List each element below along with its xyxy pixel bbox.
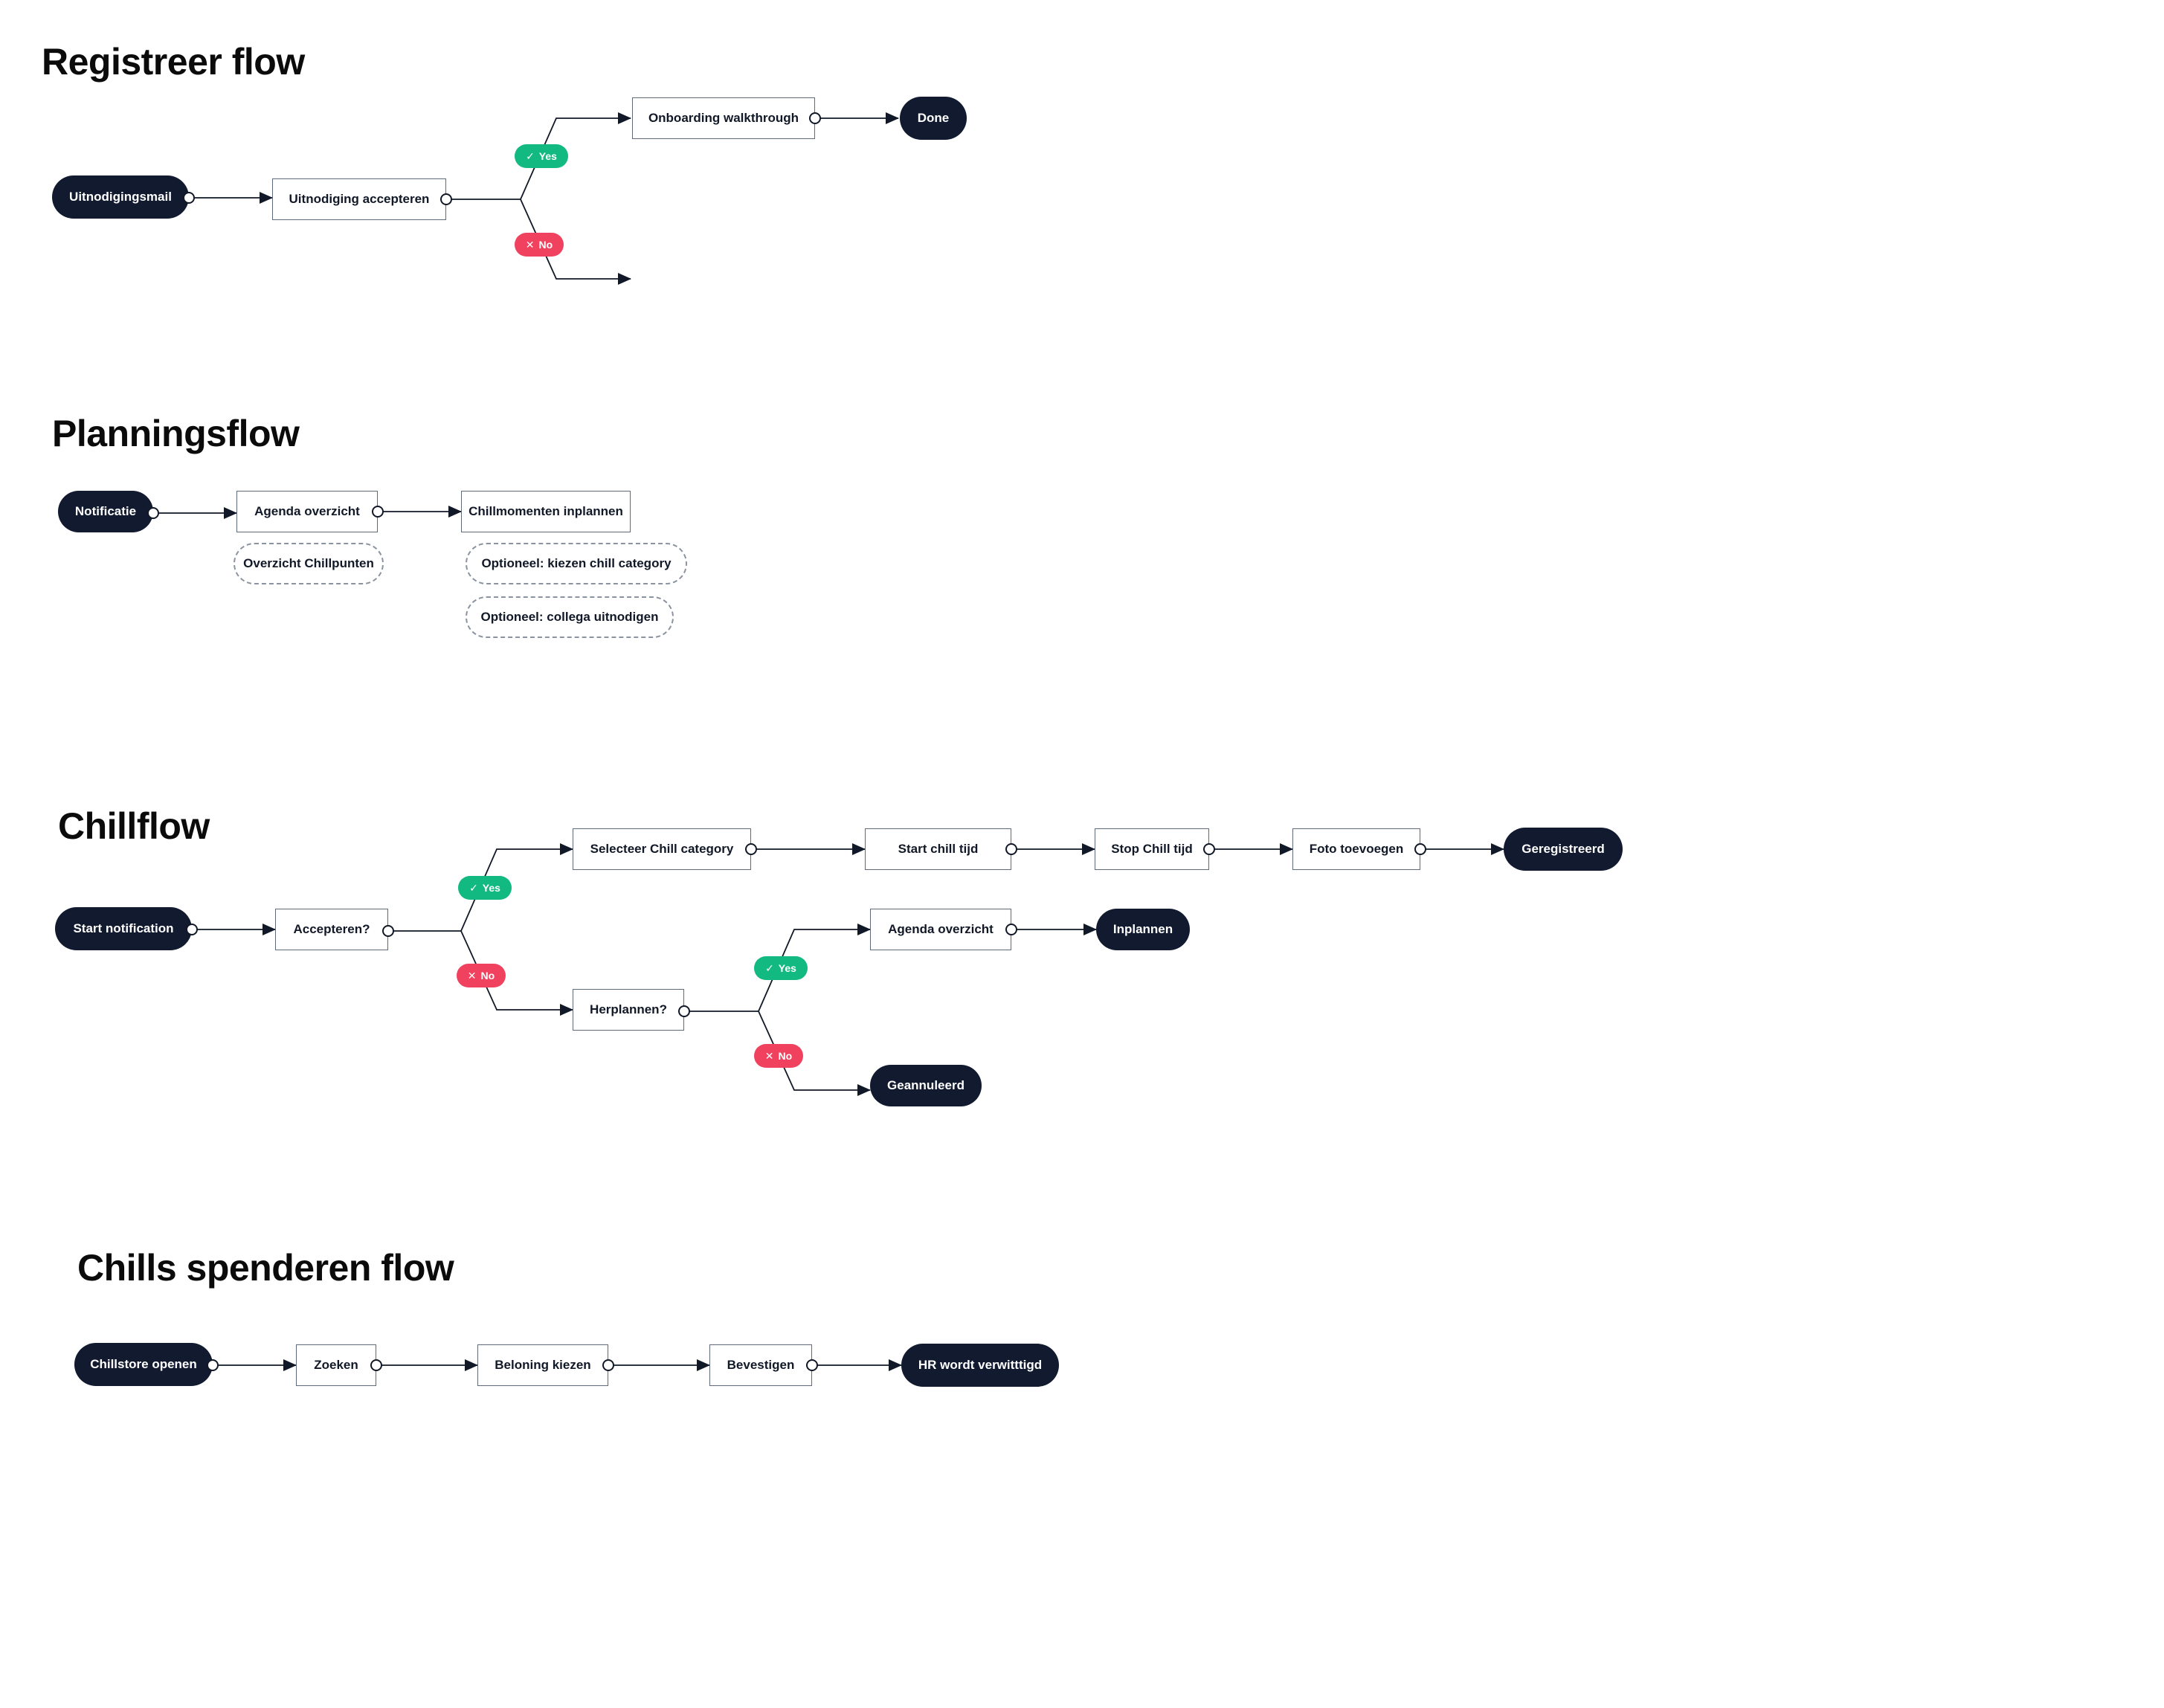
badge-label: No <box>778 1050 793 1062</box>
node-agenda-overzicht-chill[interactable]: Agenda overzicht <box>870 909 1011 950</box>
badge-label: Yes <box>778 962 796 974</box>
badge-label: No <box>538 239 553 251</box>
cross-icon: ✕ <box>525 239 535 251</box>
node-geregistreerd[interactable]: Geregistreerd <box>1504 828 1623 871</box>
section-title-registreer: Registreer flow <box>42 41 305 83</box>
port-dot <box>147 507 159 519</box>
port-dot <box>186 924 198 935</box>
node-chillstore-openen[interactable]: Chillstore openen <box>74 1343 213 1386</box>
check-icon: ✓ <box>765 962 774 974</box>
node-hr-verwittigd[interactable]: HR wordt verwitttigd <box>901 1344 1059 1387</box>
port-dot <box>745 843 757 855</box>
node-uitnodigingsmail[interactable]: Uitnodigingsmail <box>52 175 189 219</box>
node-bevestigen[interactable]: Bevestigen <box>709 1344 812 1386</box>
section-title-planning: Planningsflow <box>52 413 300 454</box>
branch-no-badge: ✕ No <box>754 1044 803 1068</box>
edge-accept-yes <box>520 112 631 200</box>
branch-yes-badge: ✓ Yes <box>458 876 512 900</box>
branch-no-badge: ✕No <box>457 964 506 987</box>
port-dot <box>602 1359 614 1371</box>
check-icon: ✓ <box>526 150 535 162</box>
node-geannuleerd[interactable]: Geannuleerd <box>870 1065 982 1106</box>
branch-yes-badge: ✓Yes <box>515 144 568 168</box>
node-start-chill-tijd[interactable]: Start chill tijd <box>865 828 1011 870</box>
cross-icon: ✕ <box>764 1050 774 1062</box>
node-optioneel-collega[interactable]: Optioneel: collega uitnodigen <box>466 596 674 638</box>
port-dot <box>207 1359 219 1371</box>
badge-label: Yes <box>538 150 557 162</box>
section-title-spenderen: Chills spenderen flow <box>77 1247 454 1289</box>
edge-accepteren-yes <box>460 843 573 932</box>
branch-no-badge: ✕No <box>515 233 564 257</box>
node-accepteren[interactable]: Accepteren? <box>275 909 388 950</box>
node-done[interactable]: Done <box>900 97 967 140</box>
edge-accepteren-no <box>460 930 573 1016</box>
port-dot <box>806 1359 818 1371</box>
edge-herplannen-no <box>758 1011 871 1096</box>
node-optioneel-category[interactable]: Optioneel: kiezen chill category <box>466 543 687 584</box>
node-uitnodiging-accepteren[interactable]: Uitnodiging accepteren <box>272 178 446 220</box>
port-dot <box>1203 843 1215 855</box>
port-dot <box>382 925 394 937</box>
edge-herplannen-yes <box>758 924 871 1012</box>
node-selecteer-chill-category[interactable]: Selecteer Chill category <box>573 828 751 870</box>
node-stop-chill-tijd[interactable]: Stop Chill tijd <box>1095 828 1209 870</box>
node-agenda-overzicht[interactable]: Agenda overzicht <box>236 491 378 532</box>
branch-yes-badge: ✓ Yes <box>754 956 808 980</box>
node-start-notification[interactable]: Start notification <box>55 907 192 950</box>
port-dot <box>370 1359 382 1371</box>
port-dot <box>440 193 452 205</box>
port-dot <box>678 1005 690 1017</box>
node-onboarding-walkthrough[interactable]: Onboarding walkthrough <box>632 97 815 139</box>
node-zoeken[interactable]: Zoeken <box>296 1344 376 1386</box>
node-overzicht-chillpunten[interactable]: Overzicht Chillpunten <box>234 543 384 584</box>
port-dot <box>1414 843 1426 855</box>
section-title-chill: Chillflow <box>58 805 210 847</box>
port-dot <box>183 192 195 204</box>
cross-icon: ✕ <box>467 970 477 982</box>
edge-accept-no <box>520 199 631 285</box>
port-dot <box>1005 924 1017 935</box>
badge-label: No <box>480 970 495 982</box>
port-dot <box>1005 843 1017 855</box>
check-icon: ✓ <box>469 882 478 894</box>
badge-label: Yes <box>482 882 500 894</box>
node-inplannen[interactable]: Inplannen <box>1096 909 1190 950</box>
node-foto-toevoegen[interactable]: Foto toevoegen <box>1292 828 1420 870</box>
node-chillmomenten-inplannen[interactable]: Chillmomenten inplannen <box>461 491 631 532</box>
port-dot <box>809 112 821 124</box>
port-dot <box>372 506 384 518</box>
node-notificatie[interactable]: Notificatie <box>58 491 153 532</box>
